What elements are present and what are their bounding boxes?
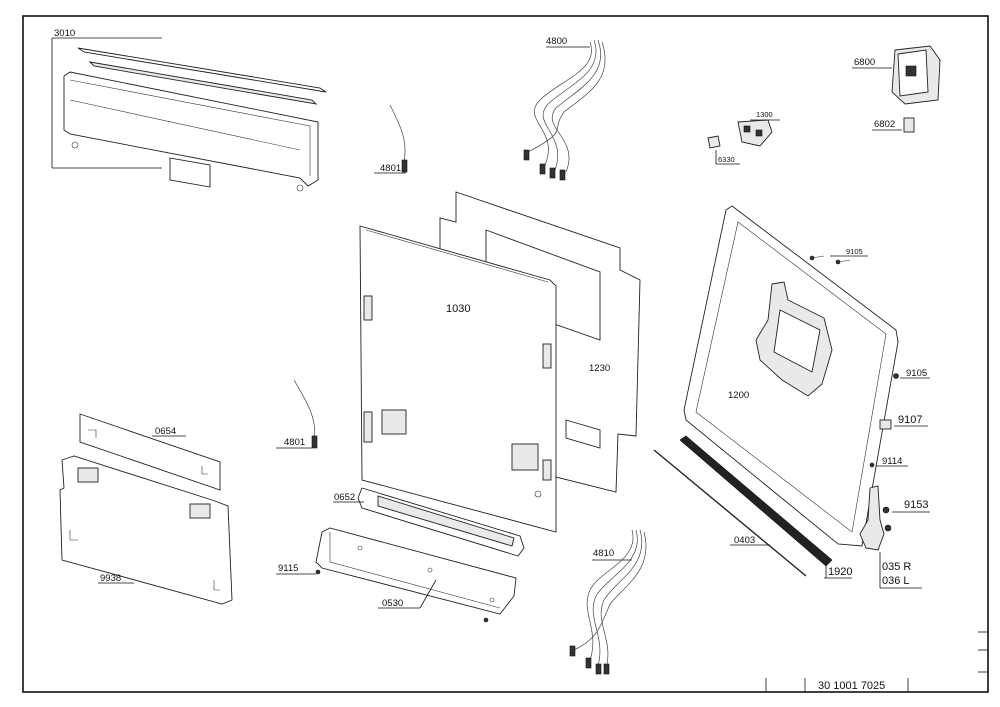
label-6802: 6802: [874, 119, 895, 130]
cable-4801-bottom: 4801: [276, 379, 318, 449]
rod-0403: 0403: [653, 449, 807, 577]
label-1030: 1030: [446, 303, 470, 315]
label-036l: 036 L: [882, 575, 910, 587]
part-6802: 6802: [872, 117, 915, 133]
label-9938: 9938: [100, 573, 121, 584]
label-1920: 1920: [828, 566, 852, 578]
label-9105-top: 9105: [846, 247, 863, 256]
label-9115: 9115: [278, 563, 298, 574]
drawing-frame: [22, 15, 989, 693]
label-0652: 0652: [334, 492, 355, 503]
label-9153: 9153: [904, 499, 928, 511]
cable-4801-top: 4801: [374, 104, 408, 174]
outer-door-panel-1030: 1030: [359, 225, 557, 533]
label-4810: 4810: [593, 548, 614, 559]
label-3010: 3010: [54, 28, 75, 39]
label-9114: 9114: [882, 456, 902, 467]
wire-harness-4800: 4800: [523, 36, 606, 181]
panel-9938: 9938: [59, 455, 233, 605]
label-1300: 1300: [756, 110, 773, 119]
screws-9105: 9105 9105: [809, 247, 930, 379]
label-1230: 1230: [589, 363, 610, 374]
screw-9115: 9115: [276, 563, 321, 575]
inner-door-1200: 1200: [683, 205, 899, 547]
label-0530: 0530: [382, 598, 403, 609]
label-9105-right: 9105: [906, 368, 927, 379]
detergent-dispenser-6800: 6800: [852, 45, 941, 105]
label-6330: 6330: [718, 155, 735, 164]
screw-9114: 9114: [869, 456, 908, 468]
label-0654: 0654: [155, 426, 176, 437]
wire-harness-4810: 4810: [569, 529, 647, 675]
label-6800: 6800: [854, 57, 875, 68]
label-0403: 0403: [734, 535, 755, 546]
label-4801-top: 4801: [380, 163, 401, 174]
kick-plate-0530: 0530: [315, 527, 517, 623]
door-latch-1300: 1300: [737, 110, 780, 147]
control-panel-3010: 3010: [51, 28, 327, 192]
handle-strip-0652: 0652: [333, 487, 525, 557]
label-4800: 4800: [546, 36, 567, 47]
part-9107: 9107: [879, 414, 928, 430]
label-4801-bottom: 4801: [284, 437, 305, 448]
door-seal-1920: 1920: [679, 435, 852, 579]
document-number: 30 1001 7025: [818, 680, 885, 692]
label-035r: 035 R: [882, 561, 911, 573]
part-6330: 6330: [707, 135, 740, 165]
label-9107: 9107: [898, 414, 922, 426]
title-block: 30 1001 7025: [765, 631, 988, 692]
panel-0654: 0654: [79, 413, 221, 491]
label-1200: 1200: [728, 390, 749, 401]
door-hinge-035r-036l: 9153 035 R 036 L: [859, 485, 930, 589]
